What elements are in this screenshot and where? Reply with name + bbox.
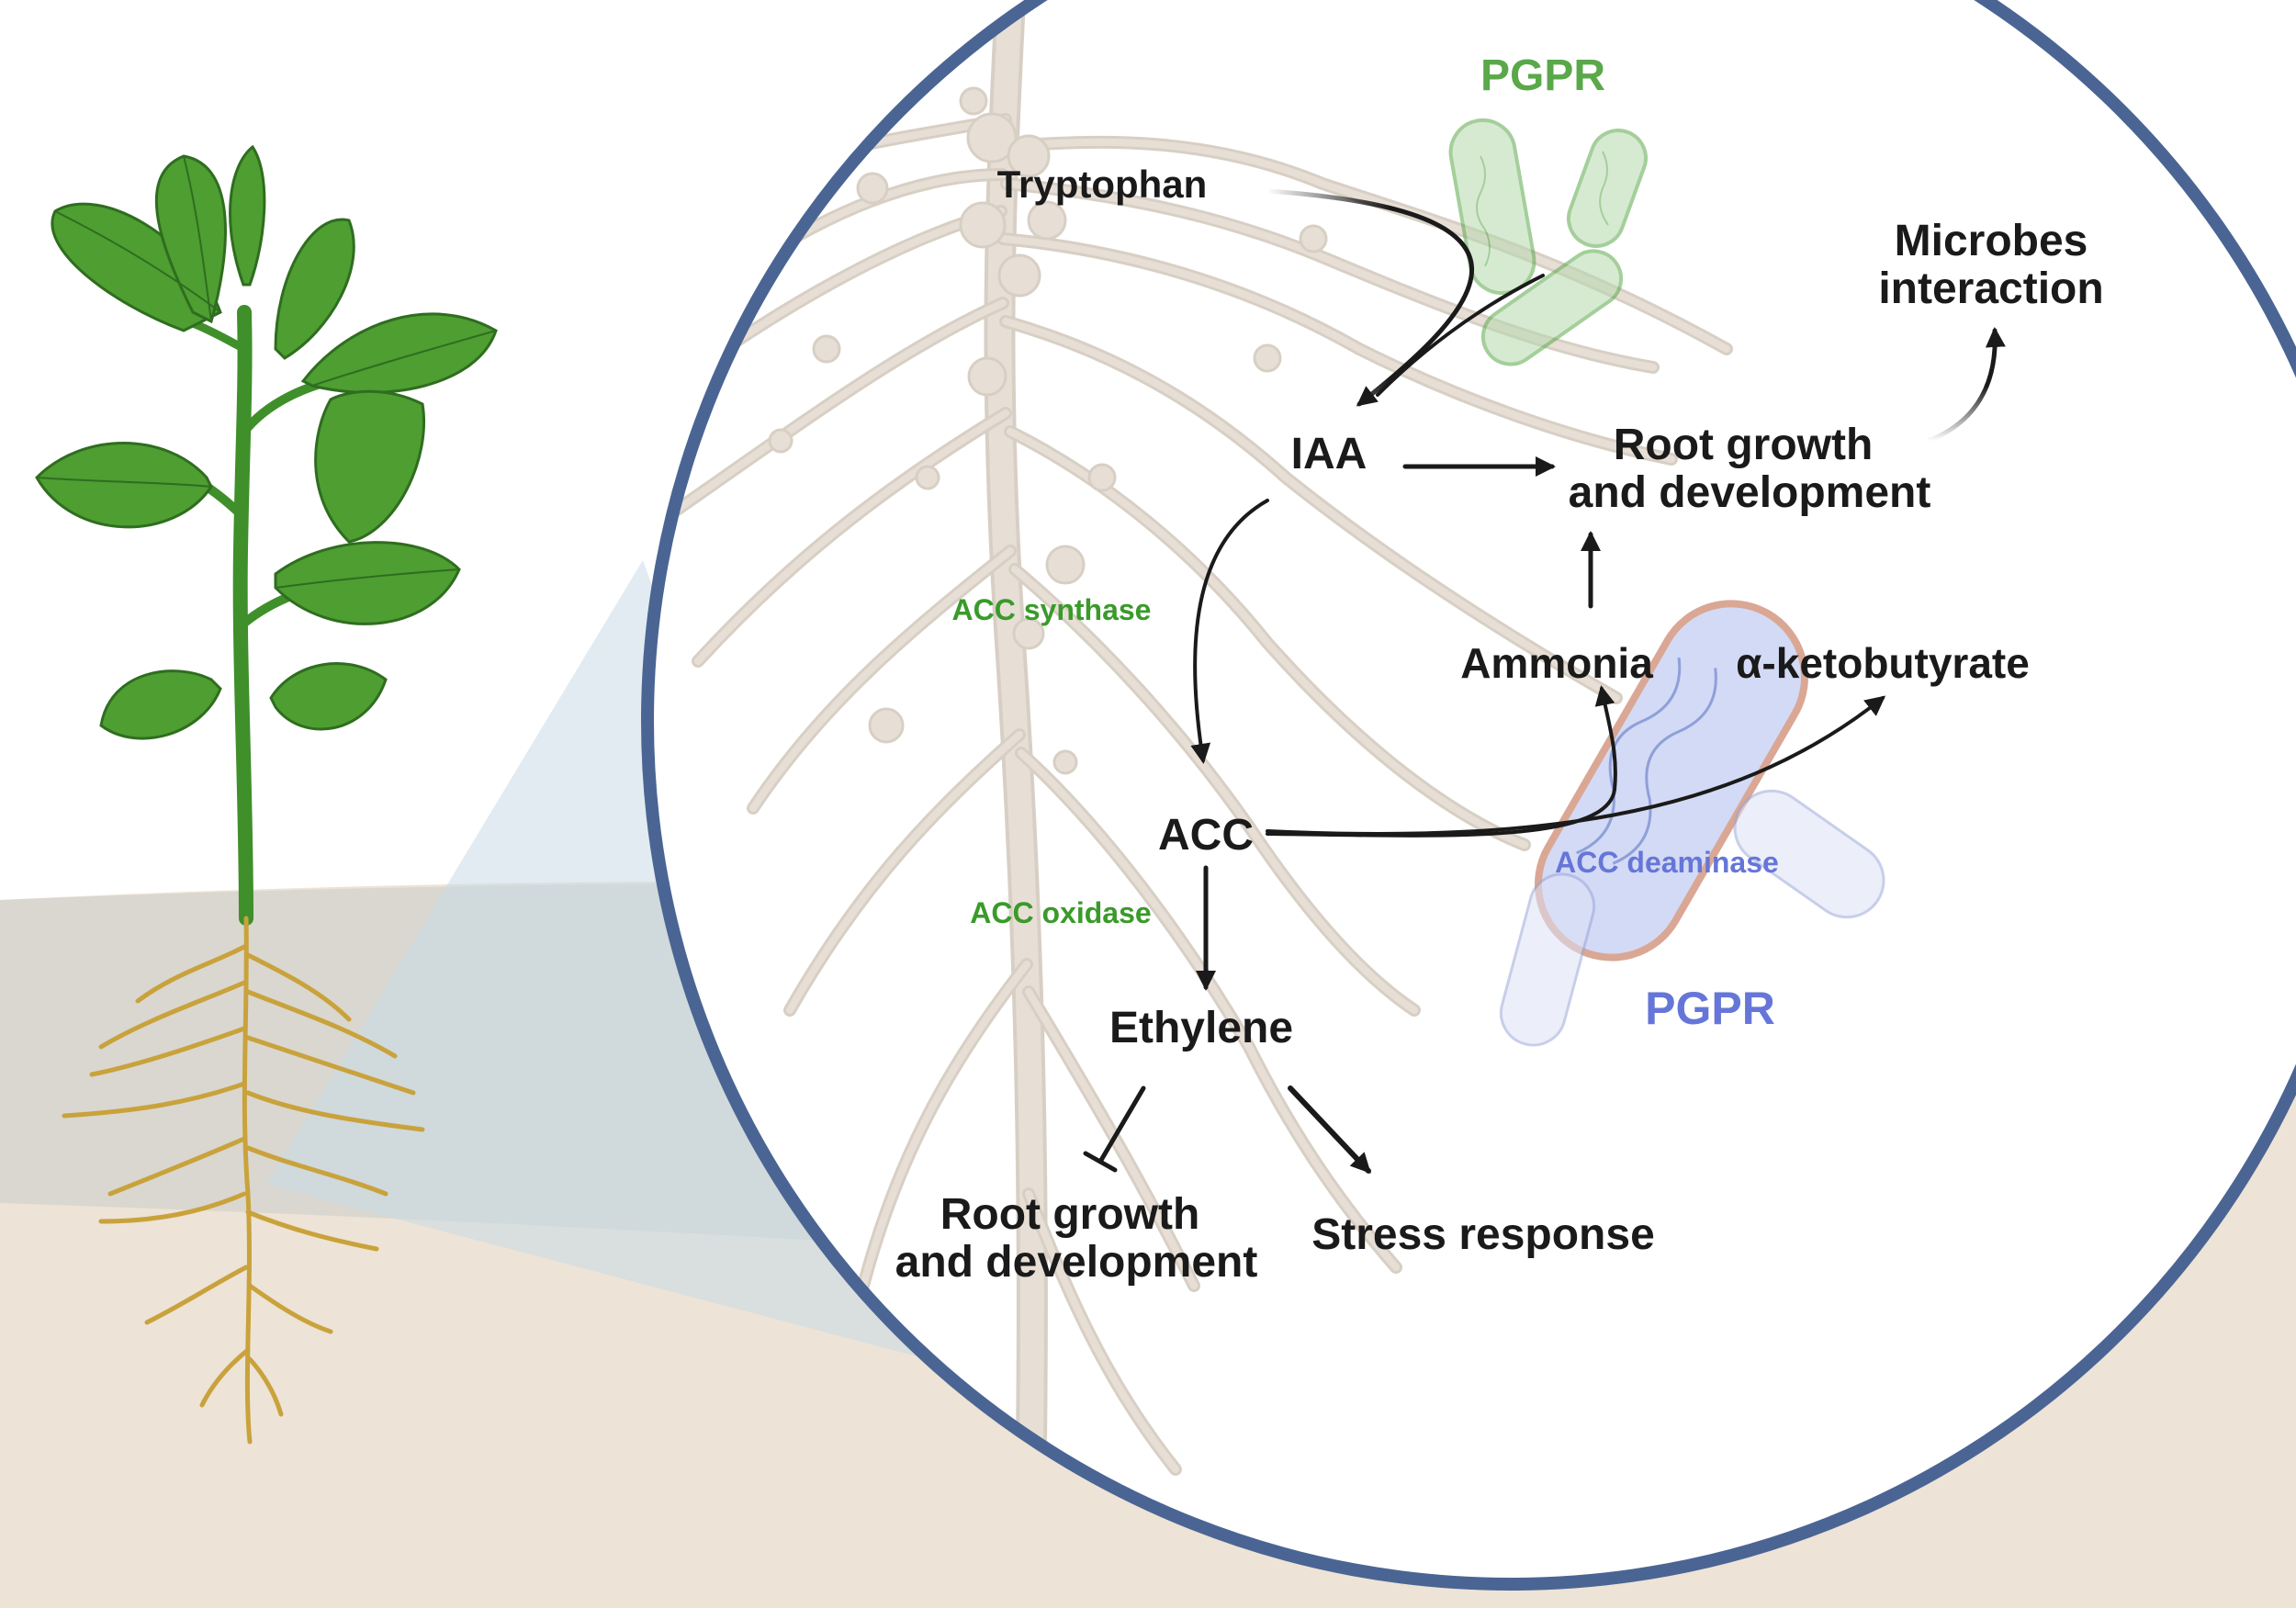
arrow-ethylene-to-stress [1288, 1085, 1371, 1174]
label-pgpr-bottom: PGPR [1645, 983, 1775, 1034]
label-root-growth-top-1: Root growth [1614, 421, 1874, 469]
label-ethylene: Ethylene [1109, 1004, 1293, 1052]
label-ammonia: Ammonia [1460, 639, 1653, 687]
plant-illustration [35, 144, 498, 1445]
pgpr-bacteria-blue [1499, 600, 1885, 1047]
label-acc: ACC [1158, 811, 1254, 860]
label-root-growth-top-2: and development [1569, 468, 1931, 517]
arrow-acc-to-ketobutyrate [1266, 695, 1886, 836]
pathway-labels: PGPR Tryptophan Microbes interaction IAA… [895, 51, 2104, 1287]
label-stress-response: Stress response [1311, 1210, 1655, 1259]
arrow-iaa-to-acc [1190, 499, 1269, 764]
label-microbes-interaction-2: interaction [1878, 264, 2103, 313]
arrow-pgpr-to-iaa [1376, 274, 1545, 397]
zoom-circle-border [641, 0, 2296, 1591]
label-iaa: IAA [1291, 430, 1367, 478]
zoom-circle-fill [647, 0, 2296, 1584]
arrow-root-growth-to-microbes [1926, 327, 2006, 444]
inhibit-ethylene-to-root-growth [1097, 1085, 1146, 1164]
root-system-zoomed [664, 0, 1733, 1584]
arrow-tryptophan-to-iaa [1265, 188, 1474, 407]
label-microbes-interaction-1: Microbes [1895, 217, 2088, 265]
label-root-growth-bottom-2: and development [895, 1238, 1258, 1287]
label-acc-oxidase: ACC oxidase [970, 896, 1151, 929]
label-tryptophan: Tryptophan [997, 163, 1208, 206]
pgpr-bacteria-green [1448, 118, 1648, 366]
label-ketobutyrate: α-ketobutyrate [1736, 639, 2030, 687]
label-acc-deaminase: ACC deaminase [1555, 846, 1779, 879]
label-pgpr-top: PGPR [1480, 51, 1605, 100]
pathway-arrows [1083, 188, 2006, 1174]
label-acc-synthase: ACC synthase [952, 593, 1152, 626]
label-root-growth-bottom-1: Root growth [940, 1190, 1200, 1239]
